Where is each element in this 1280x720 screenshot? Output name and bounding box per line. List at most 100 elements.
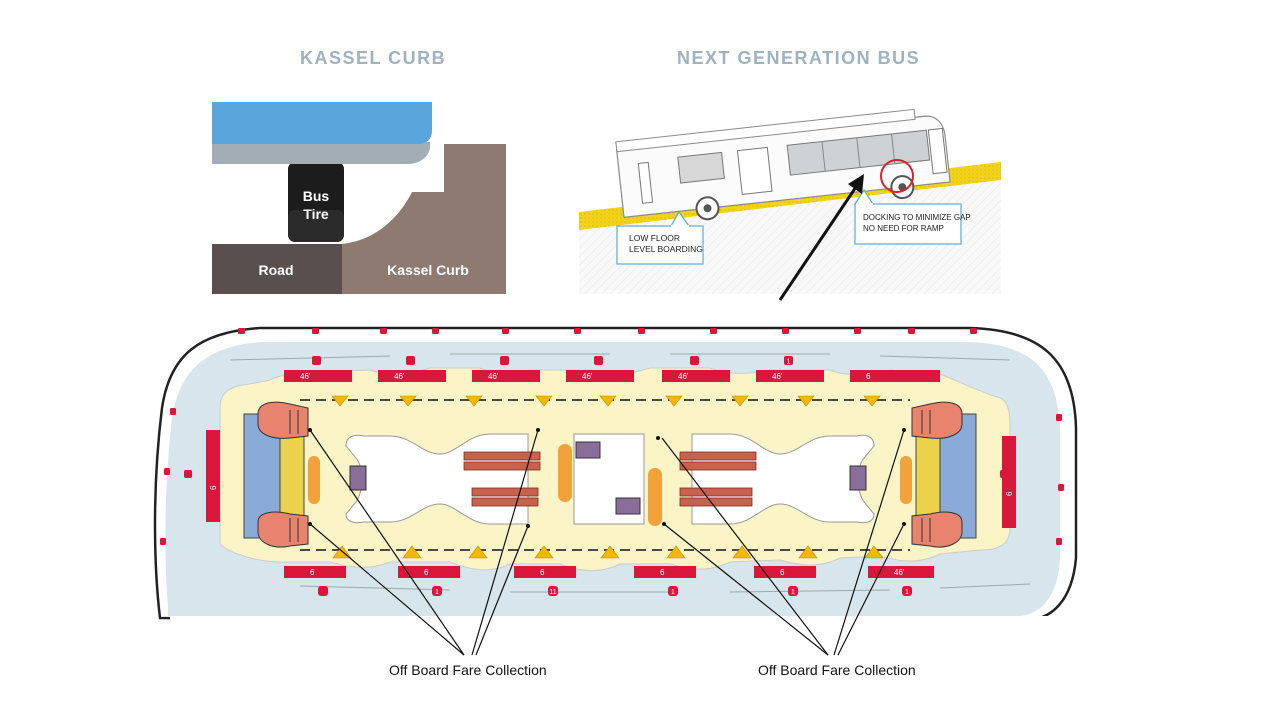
perimeter-marker [638, 328, 645, 334]
perimeter-marker [164, 468, 170, 475]
shelter [648, 468, 662, 526]
end-bay-sign [206, 430, 220, 522]
kiosk [615, 497, 641, 515]
bay-sign-label: 6 [310, 568, 315, 577]
bus-body [615, 108, 951, 221]
perimeter-marker [782, 328, 789, 334]
bay-sign-label: 46' [582, 372, 593, 381]
bay-sign [850, 370, 940, 382]
kiosk [349, 465, 367, 491]
bay-sign [566, 370, 634, 382]
bay-sign-label: 46' [772, 372, 783, 381]
perimeter-marker [574, 328, 581, 334]
perimeter-marker [432, 328, 439, 334]
bay-number-badge [690, 356, 699, 365]
perimeter-marker [908, 328, 915, 334]
kiosk [575, 441, 601, 459]
road-label: Road [259, 262, 294, 278]
warning-triangle [399, 395, 417, 407]
perimeter-marker [502, 328, 509, 334]
shelter [558, 444, 572, 502]
bay-sign [472, 370, 540, 382]
bay-sign [284, 370, 352, 382]
bay-sign-label: 6 [780, 568, 785, 577]
curb-block [342, 144, 506, 294]
fare-collection-caption-left: Off Board Fare Collection [389, 662, 547, 678]
warning-triangle [465, 395, 483, 407]
bay-number-badge [500, 356, 509, 365]
perimeter-marker [380, 328, 387, 334]
end-bay-sign-label: 6 [1005, 491, 1014, 496]
bay-number: 1 [435, 589, 439, 596]
perimeter-marker [970, 328, 977, 334]
shelter [308, 456, 320, 504]
perimeter-marker [160, 538, 166, 545]
gate-cluster [257, 401, 309, 439]
svg-text:NO NEED FOR RAMP: NO NEED FOR RAMP [863, 224, 944, 233]
kiosk [849, 465, 867, 491]
bay-sign [756, 370, 824, 382]
warning-triangle [731, 395, 749, 407]
bench [463, 451, 541, 461]
bay-number-badge [406, 356, 415, 365]
warning-triangle [535, 395, 553, 407]
svg-text:LEVEL BOARDING: LEVEL BOARDING [629, 244, 703, 254]
warning-triangle [600, 545, 620, 559]
bench [471, 487, 539, 497]
perimeter-marker [710, 328, 717, 334]
bay-number-badge [318, 586, 328, 596]
bench [679, 487, 753, 497]
end-bay-sign [1002, 436, 1016, 528]
kassel-curb-heading: KASSEL CURB [300, 48, 447, 68]
low-floor-callout: LOW FLOOR LEVEL BOARDING [616, 210, 704, 265]
warning-triangle [534, 545, 554, 559]
end-bay-badge [1000, 470, 1008, 478]
bay-sign [514, 566, 576, 578]
bay-sign-label: 46' [300, 372, 311, 381]
tire-label-line1: Bus [303, 188, 330, 204]
bay-sign [398, 566, 460, 578]
bay-sign [662, 370, 730, 382]
bay-sign-label: 6 [424, 568, 429, 577]
end-bay-badge [184, 470, 192, 478]
bay-number: 11 [549, 589, 556, 596]
end-zone-right-yellow [915, 431, 941, 521]
warning-triangle [797, 395, 815, 407]
perimeter-marker [1058, 484, 1064, 491]
gate-cluster [257, 511, 309, 548]
warning-triangle [599, 395, 617, 407]
bay-sign-label: 6 [660, 568, 665, 577]
bay-number-badge [312, 356, 321, 365]
bay-sign [284, 566, 346, 578]
tire-label-line2: Tire [303, 206, 329, 222]
warning-triangle [863, 395, 881, 407]
next-gen-bus-diagram: LOW FLOOR LEVEL BOARDING DOCKING TO MINI… [579, 108, 1001, 294]
bay-sign [634, 566, 696, 578]
bay-number-badge [784, 356, 793, 365]
bay-number: 1 [905, 589, 909, 596]
perimeter-marker [854, 328, 861, 334]
bay-sign-label: 6 [540, 568, 545, 577]
bay-sign-label: 46' [394, 372, 405, 381]
bay-number: 1 [671, 589, 675, 596]
bench [679, 451, 757, 461]
shelter [900, 456, 912, 504]
curb-label: Kassel Curb [387, 262, 469, 278]
docking-callout: DOCKING TO MINIMIZE GAP NO NEED FOR RAMP [853, 188, 971, 245]
perimeter-marker [1056, 538, 1062, 545]
bay-sign [754, 566, 816, 578]
warning-triangle [331, 395, 349, 407]
svg-text:LOW FLOOR: LOW FLOOR [629, 233, 680, 243]
bay-sign [378, 370, 446, 382]
gate-cluster [911, 511, 963, 548]
perimeter-marker [312, 328, 319, 334]
bay-sign-label: 6 [866, 372, 871, 381]
perimeter-marker [170, 408, 176, 415]
warning-triangle [665, 395, 683, 407]
end-zone-left-yellow [279, 431, 305, 521]
svg-text:DOCKING TO MINIMIZE GAP: DOCKING TO MINIMIZE GAP [863, 213, 971, 222]
bus-skirt [212, 142, 431, 164]
bay-sign-label: 46' [488, 372, 499, 381]
bay-sign-label: 46' [894, 568, 905, 577]
perimeter-marker [1056, 414, 1062, 421]
